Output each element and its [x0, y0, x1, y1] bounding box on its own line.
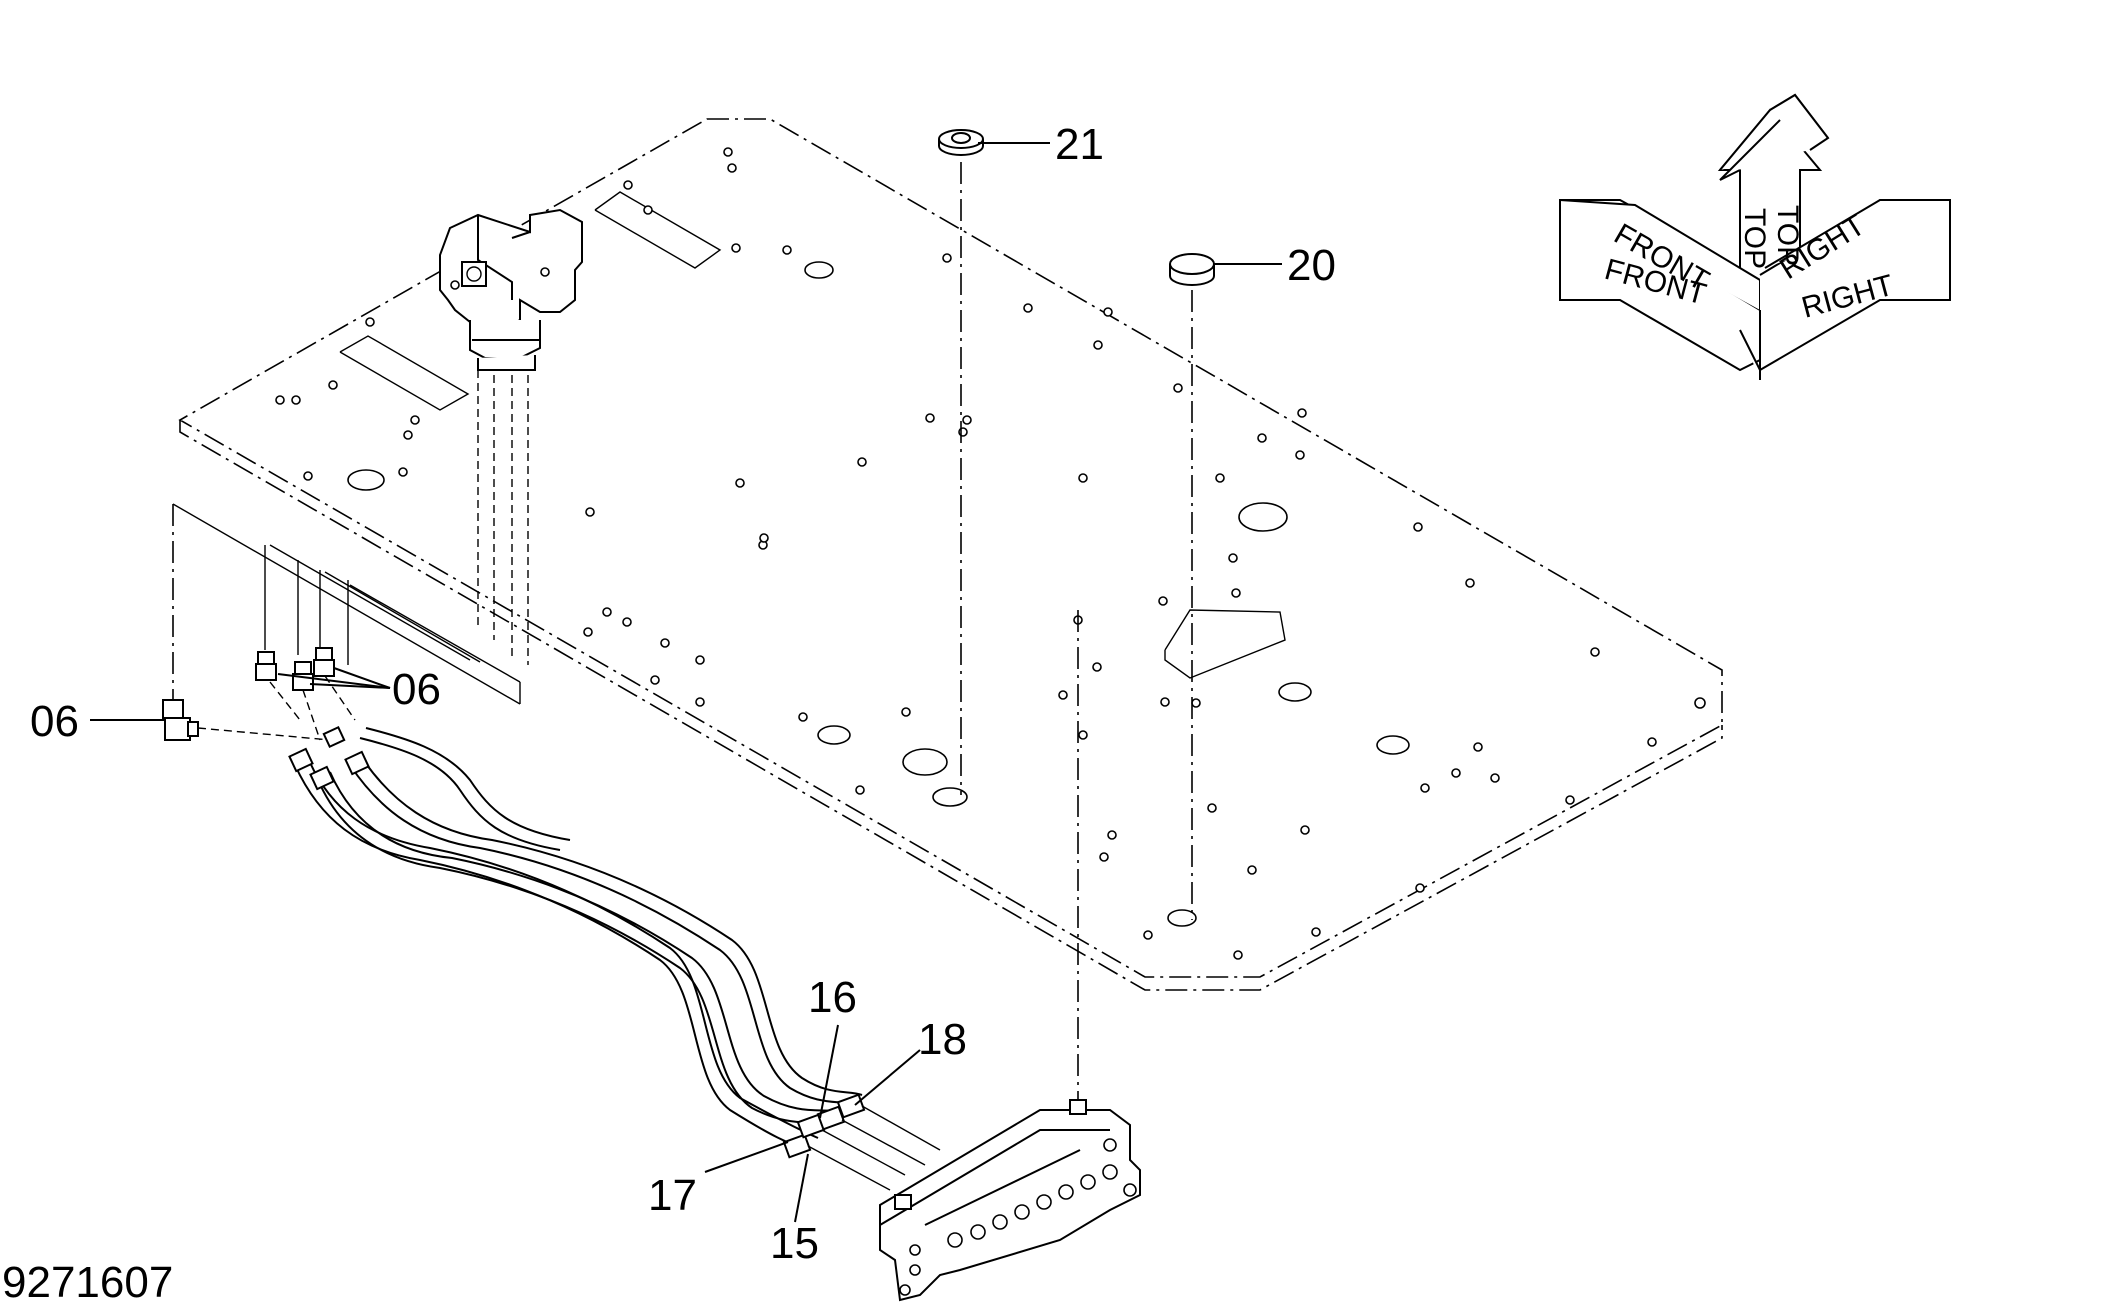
drawing-reference-number: 9271607: [2, 1258, 173, 1307]
callout-leaders: [90, 142, 1282, 1223]
floor-plate: [178, 118, 1723, 991]
valve-spool-caps: [899, 1138, 1137, 1296]
callout-20: 20: [1287, 241, 1336, 290]
callout-15: 15: [770, 1219, 819, 1268]
fittings-06: [162, 647, 356, 741]
orientation-top-label-2: TOP: [1771, 205, 1804, 266]
callout-17: 17: [648, 1171, 697, 1220]
callout-06-adapters: 06: [392, 665, 441, 714]
part-21-grommet: [938, 129, 984, 795]
callout-18: 18: [918, 1015, 967, 1064]
orientation-top-label: TOP: [1738, 208, 1771, 269]
plate-small-holes: [275, 147, 1706, 960]
part-20-plug: [1169, 253, 1215, 920]
callout-labels: 21 20 06 06 16 18 17 15: [30, 120, 1336, 1268]
hydraulic-hoses: [288, 725, 941, 1191]
control-valve: [879, 610, 1141, 1302]
orientation-symbol: TOP TOP FRONT FRONT RIGHT RIGHT: [1559, 93, 1951, 380]
bracket-outline: [172, 503, 521, 705]
callout-21: 21: [1055, 120, 1104, 169]
pilot-valve: [439, 208, 583, 665]
callout-16: 16: [808, 973, 857, 1022]
callout-06-left: 06: [30, 697, 79, 746]
